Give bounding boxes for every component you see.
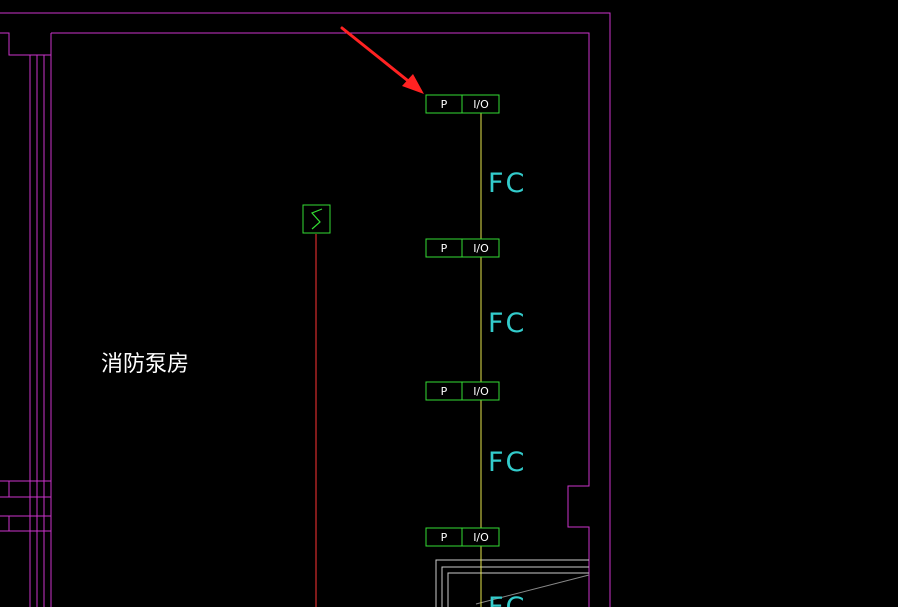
module-p-label: P	[441, 98, 448, 111]
module-4[interactable]: P I/O	[425, 527, 500, 547]
module-io-label: I/O	[473, 98, 489, 111]
outer-wall	[0, 12, 611, 607]
module-io-label: I/O	[473, 385, 489, 398]
module-2[interactable]: P I/O	[425, 238, 500, 258]
module-3[interactable]: P I/O	[425, 381, 500, 401]
fc-label: FC	[488, 447, 526, 478]
switch-box[interactable]	[302, 204, 331, 234]
module-io-label: I/O	[473, 531, 489, 544]
room-label: 消防泵房	[101, 352, 189, 377]
equipment-outline	[435, 559, 590, 607]
fc-label: FC	[488, 168, 526, 199]
left-notch-bottom-2	[0, 515, 10, 532]
fc-label: FC	[488, 592, 526, 607]
module-p-label: P	[441, 531, 448, 544]
riser-group	[302, 204, 331, 607]
module-io-label: I/O	[473, 242, 489, 255]
module-p-label: P	[441, 385, 448, 398]
fc-label: FC	[488, 308, 526, 339]
inner-wall	[51, 32, 590, 607]
annotation-arrow-icon	[340, 26, 424, 94]
module-1[interactable]: P I/O	[425, 94, 500, 114]
switch-s-icon	[310, 208, 323, 230]
module-p-label: P	[441, 242, 448, 255]
walls	[0, 12, 611, 607]
left-notch-bottom	[0, 480, 10, 498]
